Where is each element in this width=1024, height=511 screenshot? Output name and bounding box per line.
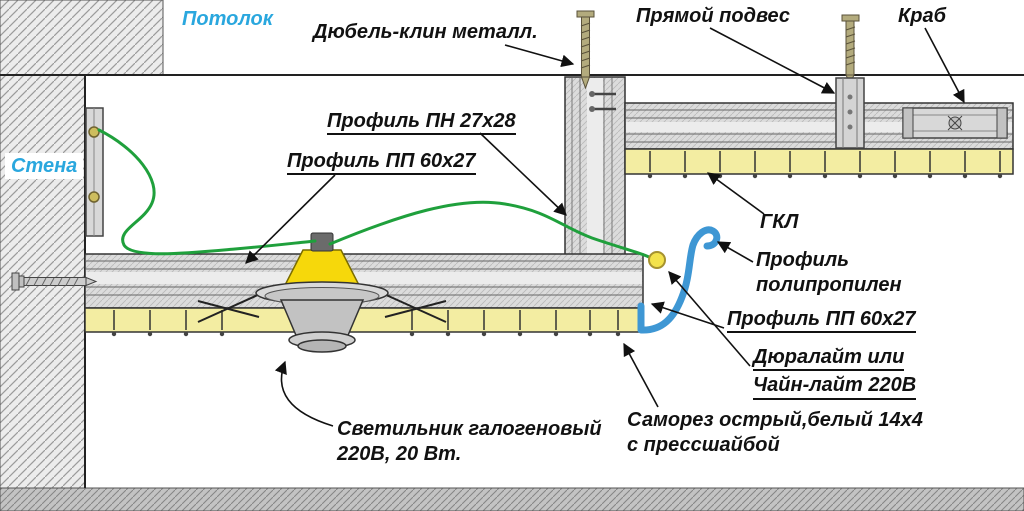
label-lamp-line2: 220В, 20 Вт. [337,443,462,466]
wall-bracket [85,107,104,237]
upper-drywall-screws [647,151,1003,179]
label-direct-hanger: Прямой подвес [636,5,791,27]
leader-dowel [504,44,575,68]
floor-hatch [0,487,1024,511]
label-profile-pp-top-text: Профиль ПП 60х27 [287,150,476,176]
label-profile-pn: Профиль ПН 27х28 [327,110,516,136]
label-poly-line2: полипропилен [756,274,902,297]
lower-drywall [84,307,644,333]
upper-level [576,10,1014,179]
label-gkl: ГКЛ [760,211,799,233]
label-duralight-line2: Чайн-лайт 220В [753,374,917,400]
label-profile-pp-right-text: Профиль ПП 60х27 [727,308,916,334]
label-screw: Саморез острый,белый 14х4 с прессшайбой [627,409,923,457]
vertical-profile-screws [589,91,616,112]
leader-profile-pn [479,132,567,216]
wall-screw [11,272,98,291]
lower-level [11,107,644,337]
lamp-base [297,339,347,353]
lower-drywall-screws [111,310,621,337]
label-profile-pp-top: Профиль ПП 60х27 [287,150,476,176]
leader-duralight [668,271,751,367]
leader-crab [924,27,965,104]
leader-gkl [706,172,765,215]
label-profile-pn-text: Профиль ПН 27х28 [327,110,516,136]
label-screw-line2: с прессшайбой [627,434,780,457]
wiring [97,128,666,269]
leader-profile-pp-right [650,301,725,329]
label-ceiling: Потолок [182,8,273,30]
lamp-spring-clips [197,293,447,323]
label-crab: Краб [898,5,947,27]
duralight-rope [648,251,666,269]
label-screw-line1: Саморез острый,белый 14х4 [627,409,923,431]
leader-hanger [709,27,836,94]
halogen-lamp [197,232,447,353]
label-profile-pp-right: Профиль ПП 60х27 [727,308,916,334]
label-lamp-line1: Светильник галогеновый [337,418,602,440]
label-wall: Стена [5,153,84,180]
label-duralight: Дюралайт или Чайн-лайт 220В [753,346,917,400]
leader-profile-pp-top [245,174,336,264]
label-lamp: Светильник галогеновый 220В, 20 Вт. [337,418,602,466]
leader-screw [623,342,659,408]
direct-hanger [835,14,865,149]
upper-drywall [624,148,1014,175]
leader-lines [245,27,965,427]
leader-poly [716,241,754,263]
dowel-anchor-screw [576,10,595,90]
label-duralight-line1: Дюралайт или [753,346,905,372]
label-poly-profile: Профиль полипропилен [756,249,902,297]
ceiling-hatch [0,0,164,76]
crab-connector [902,107,1008,139]
label-dowel-anchor: Дюбель-клин металл. [313,21,538,43]
power-wire-left [97,128,317,256]
leader-lamp [274,360,334,427]
label-poly-line1: Профиль [756,249,850,271]
power-wire-right [328,200,651,259]
polypropylene-profile [637,226,721,334]
